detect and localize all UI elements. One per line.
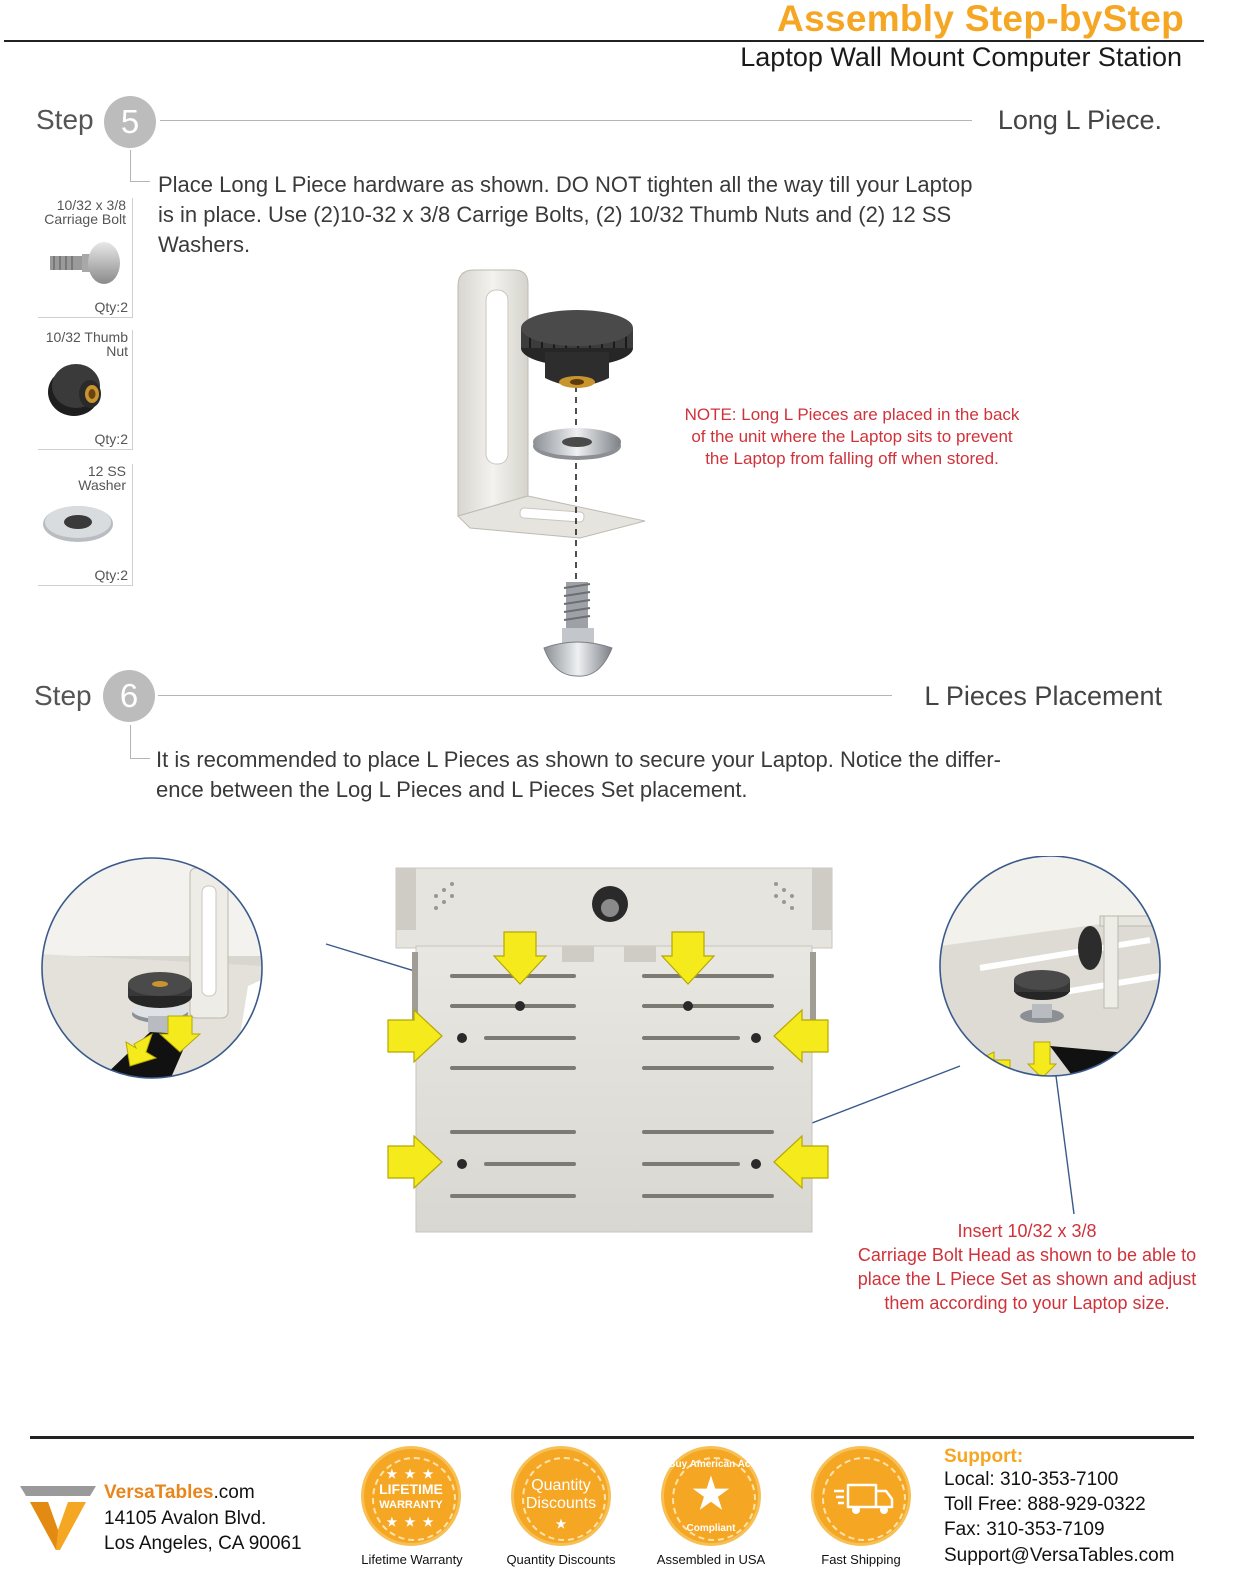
- l-pieces-placement-illustration: [41, 856, 1161, 1233]
- support-local-phone[interactable]: Local: 310-353-7100: [944, 1469, 1119, 1490]
- hardware-name: 10/32 Thumb Nut: [45, 329, 128, 359]
- step6-instructions-line: It is recommended to place L Pieces as s…: [156, 747, 1002, 772]
- note-line: Insert 10/32 x 3/8: [957, 1221, 1097, 1241]
- badge-caption: Quantity Discounts: [506, 1552, 616, 1567]
- hardware-card-thumb-nut: 10/32 Thumb Nut Qty:2: [38, 330, 133, 450]
- note-line: Carriage Bolt Head as shown to be able t…: [857, 1245, 1197, 1265]
- hardware-qty: Qty:2: [94, 431, 128, 447]
- note-line: them according to your Laptop size.: [884, 1293, 1170, 1313]
- document-title: Assembly Step-byStep: [777, 0, 1184, 39]
- badge-caption: Lifetime Warranty: [361, 1552, 463, 1567]
- hardware-name: 10/32 x 3/8 Carriage Bolt: [44, 197, 126, 227]
- truck-icon: [834, 1483, 894, 1514]
- document-subtitle: Laptop Wall Mount Computer Station: [740, 42, 1182, 72]
- note-line: of the unit where the Laptop sits to pre…: [691, 427, 1013, 446]
- right-detail-zoom: [940, 856, 1160, 1076]
- badge-line: Discounts: [525, 1495, 597, 1512]
- step6-divider: [158, 695, 892, 696]
- quantity-discounts-badge: Quantity Discounts ★: [511, 1446, 611, 1546]
- step6-title: L Pieces Placement: [924, 681, 1162, 711]
- washer-icon: [43, 506, 113, 542]
- thumb-nut-icon: [48, 364, 101, 416]
- badge-line: Quantity: [531, 1477, 591, 1494]
- support-fax: Fax: 310-353-7109: [944, 1519, 1105, 1540]
- badge-caption: Assembled in USA: [656, 1552, 766, 1567]
- buy-american-badge: Buy American Act ★ Compliant: [661, 1446, 761, 1546]
- badge-ring: [822, 1457, 906, 1541]
- yellow-arrows: [387, 931, 829, 1190]
- step5-number-badge: 5: [104, 96, 156, 148]
- lifetime-warranty-badge: ★ ★ ★ LIFETIME WARRANTY ★ ★ ★: [361, 1446, 461, 1546]
- badge-line: Buy American Act: [668, 1459, 754, 1470]
- step6-instructions: It is recommended to place L Pieces as s…: [156, 745, 1156, 805]
- header-divider: [4, 40, 1204, 42]
- star-row-icon: ★ ★ ★: [386, 1467, 436, 1481]
- hardware-name: 12 SS Washer: [78, 463, 126, 493]
- long-l-piece-illustration: [457, 269, 646, 677]
- versatables-logo-icon: [20, 1486, 96, 1550]
- address-line: 14105 Avalon Blvd.: [104, 1508, 267, 1529]
- step5-instructions-line: Place Long L Piece hardware as shown. DO…: [158, 172, 973, 197]
- support-heading: Support:: [944, 1446, 1024, 1467]
- step5-bracket: [130, 150, 150, 182]
- wall-unit-back-view: [395, 867, 833, 1233]
- step5-divider: [160, 120, 972, 121]
- step6-label: Step: [34, 680, 92, 711]
- hardware-card-carriage-bolt: 10/32 x 3/8 Carriage Bolt Qty:2: [38, 198, 133, 318]
- step6-number-badge: 6: [103, 670, 155, 722]
- left-detail-zoom: [42, 858, 262, 1078]
- support-toll-free-phone[interactable]: Toll Free: 888-929-0322: [944, 1494, 1146, 1515]
- fast-shipping-badge: [811, 1446, 911, 1546]
- note-line: NOTE: Long L Pieces are placed in the ba…: [684, 405, 1020, 424]
- badge-caption: Fast Shipping: [821, 1552, 901, 1567]
- badge-ring: [372, 1457, 456, 1541]
- footer-divider: [30, 1436, 1194, 1439]
- note-line: the Laptop from falling off when stored.: [705, 449, 999, 468]
- step5-instructions: Place Long L Piece hardware as shown. DO…: [158, 170, 1138, 260]
- badge-line: WARRANTY: [379, 1499, 443, 1511]
- hardware-qty: Qty:2: [94, 567, 128, 583]
- star-row-icon: ★ ★ ★: [386, 1515, 436, 1529]
- note-line: place the L Piece Set as shown and adjus…: [857, 1269, 1197, 1289]
- step5-label: Step: [36, 104, 94, 135]
- badge-ring: [672, 1457, 756, 1541]
- step6-bracket: [130, 725, 150, 759]
- carriage-bolt-icon: [50, 242, 120, 284]
- brand-name-bold: VersaTables: [104, 1482, 214, 1503]
- step6-note: Insert 10/32 x 3/8 Carriage Bolt Head as…: [820, 1219, 1234, 1315]
- step5-instructions-line: Washers.: [158, 232, 251, 257]
- address-line: Los Angeles, CA 90061: [104, 1533, 302, 1554]
- brand-name[interactable]: VersaTables.com: [104, 1482, 255, 1504]
- badge-line: Compliant: [686, 1523, 736, 1534]
- badge-line: LIFETIME: [379, 1481, 443, 1497]
- hardware-qty: Qty:2: [94, 299, 128, 315]
- step5-note: NOTE: Long L Pieces are placed in the ba…: [652, 404, 1052, 470]
- support-email-link[interactable]: Support@VersaTables.com: [944, 1545, 1175, 1566]
- step5-title: Long L Piece.: [997, 105, 1162, 135]
- star-icon: ★: [555, 1517, 567, 1531]
- hardware-card-washer: 12 SS Washer Qty:2: [38, 464, 133, 586]
- brand-name-suffix: .com: [213, 1482, 255, 1503]
- step5-instructions-line: is in place. Use (2)10-32 x 3/8 Carrige …: [158, 202, 952, 227]
- badge-ring: [522, 1457, 606, 1541]
- step6-instructions-line: ence between the Log L Pieces and L Piec…: [156, 777, 748, 802]
- star-icon: ★: [692, 1470, 730, 1517]
